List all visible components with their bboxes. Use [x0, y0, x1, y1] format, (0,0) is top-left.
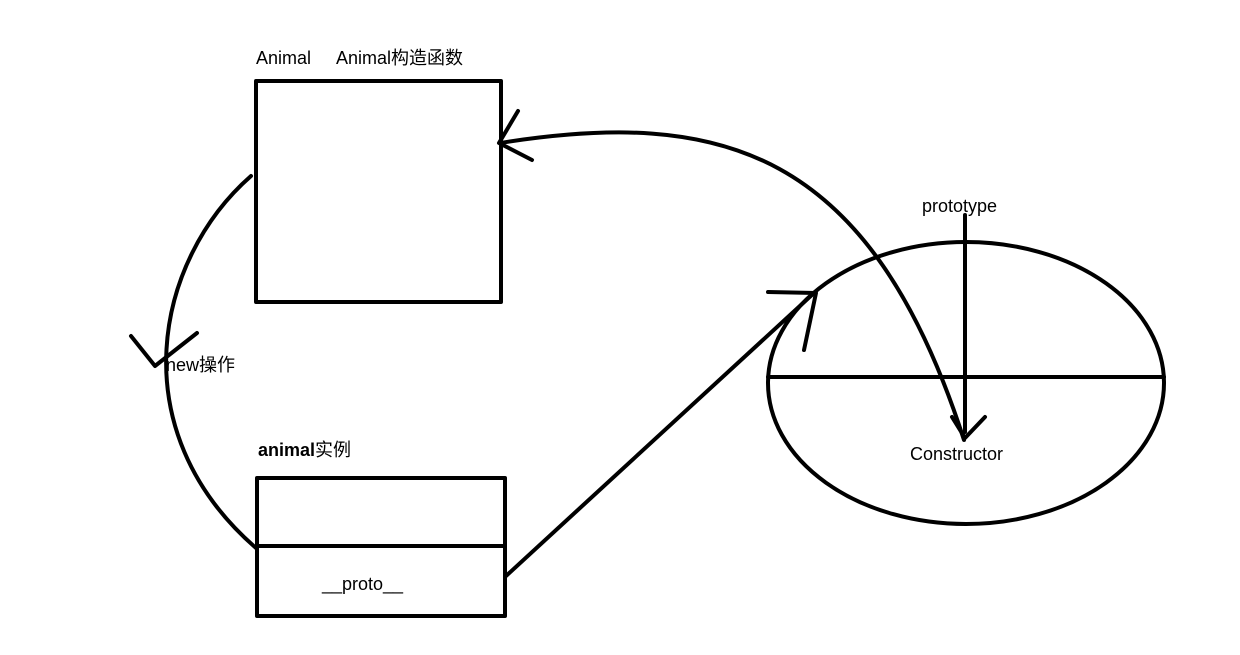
instance-box-label: animal实例 — [258, 440, 351, 460]
constructor-box — [254, 79, 503, 304]
constructor-backref-arrowhead — [497, 109, 534, 162]
proto-label: __proto__ — [321, 574, 404, 595]
prototype-label: prototype — [922, 196, 997, 216]
constructor-box-label-left: Animal — [256, 48, 311, 68]
constructor-backref-curve — [498, 130, 966, 442]
new-edge-label: new操作 — [166, 355, 235, 375]
instance-box-label-bold: animal — [258, 440, 315, 460]
new-edge-arrowhead — [129, 331, 199, 368]
proto-arrow-line — [504, 291, 816, 578]
instance-box-label-suffix: 实例 — [315, 440, 351, 460]
proto-arrowhead — [766, 290, 818, 352]
constructor-box-label-right: Animal构造函数 — [336, 48, 463, 68]
new-edge-curve — [164, 174, 258, 550]
constructor-label: Constructor — [910, 444, 1003, 464]
